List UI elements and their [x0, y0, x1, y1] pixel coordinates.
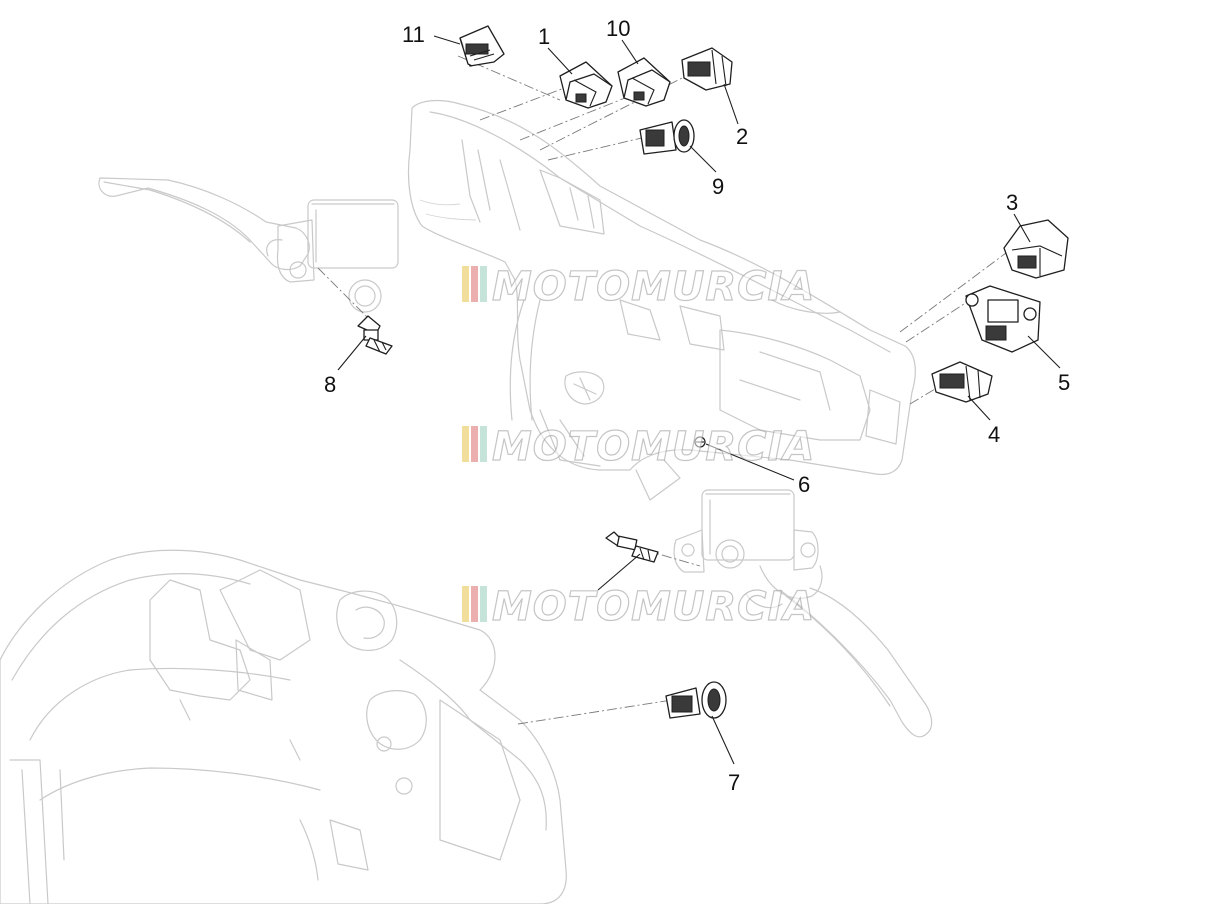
leader-lines [337, 35, 1061, 765]
part-2-button [681, 47, 733, 91]
right-brake-lever [673, 489, 933, 738]
part-7-button [665, 681, 727, 719]
watermark-text: MOTOMURCIA [492, 264, 815, 310]
watermark-stripe [480, 586, 487, 622]
watermark-stripe [462, 586, 469, 622]
part-10-switch [617, 57, 671, 107]
callout-7: 7 [728, 770, 740, 795]
callout-5: 5 [1058, 370, 1070, 395]
right-brake-light-switch [605, 531, 659, 563]
watermark-2: MOTOMURCIA [462, 423, 815, 471]
part-3-switch [1003, 219, 1069, 279]
left-brake-lever [98, 177, 399, 313]
callout-11: 11 [402, 22, 425, 47]
watermark-stripe [480, 426, 487, 462]
part-8-brake-switch [357, 315, 393, 355]
part-11-connector [459, 25, 505, 67]
watermark-stripe [471, 426, 478, 462]
callout-9: 9 [712, 174, 724, 199]
callout-4: 4 [988, 422, 1000, 447]
part-5-switch [965, 285, 1041, 353]
watermark-text: MOTOMURCIA [492, 584, 815, 630]
part-9-switch [639, 119, 695, 155]
callout-10: 10 [606, 16, 630, 41]
watermark-3: MOTOMURCIA [462, 583, 815, 631]
callout-8: 8 [324, 372, 336, 397]
callout-2: 2 [736, 124, 748, 149]
part-4-switch [931, 361, 993, 403]
watermark-stripe [462, 266, 469, 302]
callout-1: 1 [538, 24, 550, 49]
callout-6: 6 [798, 472, 810, 497]
watermark-text: MOTOMURCIA [492, 424, 815, 470]
watermark-stripe [471, 586, 478, 622]
watermark-stripe [471, 266, 478, 302]
part-6-screw [694, 436, 706, 448]
part-1-switch [559, 61, 613, 109]
callout-3: 3 [1006, 190, 1018, 215]
callouts: 11 1 10 2 9 3 5 4 6 8 7 [324, 16, 1070, 795]
watermark-stripe [462, 426, 469, 462]
watermark-1: MOTOMURCIA [462, 263, 815, 311]
watermark-stripe [480, 266, 487, 302]
handlebar-rear-cover [407, 99, 916, 501]
front-shield-body [0, 549, 567, 904]
